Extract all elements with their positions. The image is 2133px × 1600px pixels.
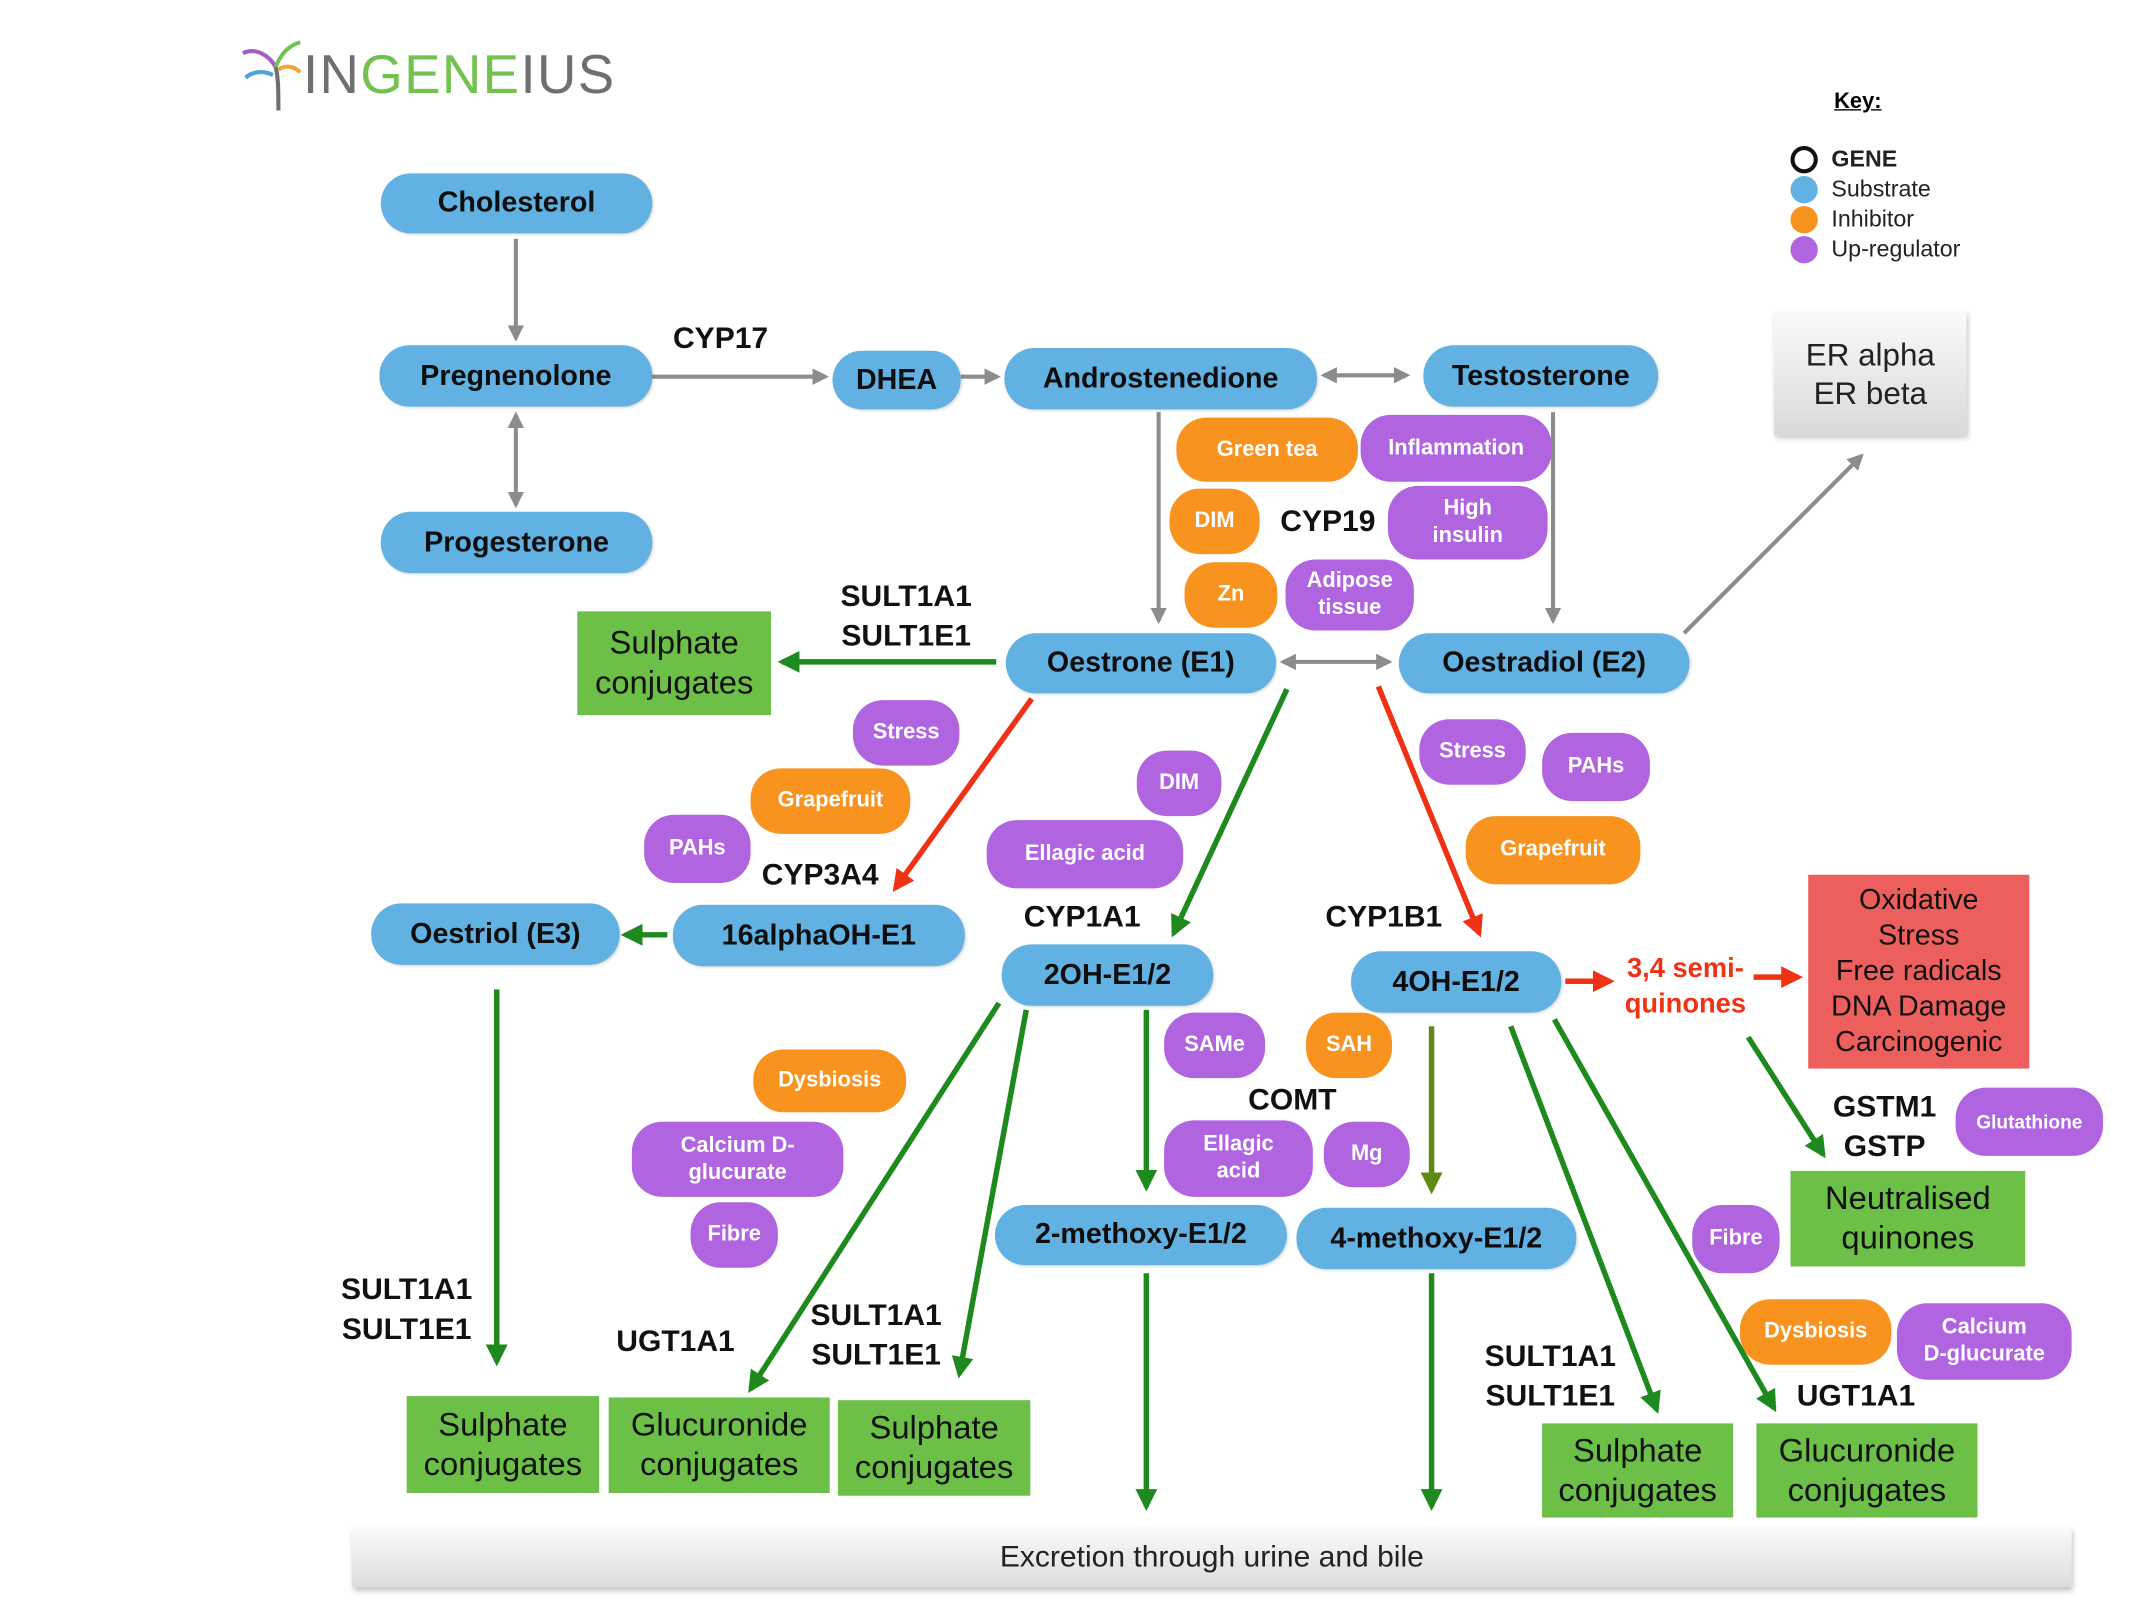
- arrow-oestrone-16alpha: [892, 697, 1034, 892]
- arrow-semiquinone-neutralised: [1745, 1035, 1826, 1159]
- inhibitor-dysbiosis-left: Dysbiosis: [753, 1049, 907, 1113]
- inhibitor-dysbiosis-right: Dysbiosis: [1739, 1299, 1892, 1365]
- legend-upregulator: Up-regulator: [1790, 235, 2063, 265]
- node-4oh: 4OH-E1/2: [1351, 951, 1562, 1013]
- legend-inhibitor: Inhibitor: [1790, 205, 2063, 235]
- node-oestriol: Oestriol (E3): [371, 903, 620, 965]
- inhibitor-grapefruit-left: Grapefruit: [750, 768, 911, 834]
- inhibitor-grapefruit-right: Grapefruit: [1465, 816, 1641, 885]
- arrow-4oh-glucuronide: [1552, 1018, 1777, 1413]
- upregulator-stress-right: Stress: [1419, 719, 1526, 785]
- inhibitor-zn: Zn: [1184, 562, 1278, 628]
- node-16alphaoh: 16alphaOH-E1: [672, 904, 965, 967]
- upregulator-inflammation: Inflammation: [1360, 414, 1552, 482]
- node-4methoxy: 4-methoxy-E1/2: [1296, 1207, 1577, 1270]
- upregulator-fibre-left: Fibre: [690, 1202, 778, 1268]
- upregulator-stress-left: Stress: [852, 700, 960, 766]
- node-2oh: 2OH-E1/2: [1001, 944, 1214, 1006]
- node-er-receptors: ER alpha ER beta: [1774, 311, 1967, 436]
- gene-sult-oestrone: SULT1A1 SULT1E1: [840, 578, 972, 653]
- gene-cyp3a4: CYP3A4: [761, 856, 879, 891]
- outcome-oxidative-stress: Oxidative Stress Free radicals DNA Damag…: [1808, 874, 2030, 1069]
- gene-sult-4oh: SULT1A1 SULT1E1: [1484, 1338, 1616, 1413]
- gene-cyp1a1: CYP1A1: [1023, 898, 1141, 933]
- gene-ugt-right: UGT1A1: [1796, 1377, 1916, 1412]
- legend-title: Key:: [1834, 90, 1882, 114]
- upregulator-calcium-d-glucurate-left: Calcium D- glucurate: [631, 1121, 844, 1197]
- upregulator-pahs-left: PAHs: [644, 814, 751, 883]
- node-oestrone: Oestrone (E1): [1005, 633, 1276, 694]
- outcome-glucuronide-left: Glucuronide conjugates: [608, 1397, 830, 1493]
- upregulator-pahs-right: PAHs: [1542, 732, 1650, 802]
- arrow-2oh-glucuronide: [748, 1001, 1002, 1393]
- upregulator-high-insulin: High insulin: [1387, 485, 1548, 560]
- gene-sult-oestriol: SULT1A1 SULT1E1: [341, 1271, 473, 1346]
- gene-outline-icon: [1790, 146, 1818, 174]
- substrate-dot-icon: [1790, 176, 1818, 204]
- ingeneius-logo: INGENEIUS: [240, 34, 615, 116]
- node-androstenedione: Androstenedione: [1004, 347, 1317, 410]
- upregulator-glutathione: Glutathione: [1955, 1087, 2104, 1156]
- gene-cyp17: CYP17: [672, 320, 769, 355]
- logo-figure-icon: [242, 40, 302, 111]
- node-dhea: DHEA: [832, 350, 961, 410]
- upregulator-fibre-right: Fibre: [1692, 1205, 1780, 1274]
- node-semiquinones: 3,4 semi- quinones: [1624, 953, 1747, 1020]
- upregulator-ellagic-acid-comt: Ellagic acid: [1164, 1120, 1313, 1197]
- outcome-sulphate-oestriol: Sulphate conjugates: [406, 1396, 600, 1493]
- upregulator-dot-icon: [1790, 236, 1818, 264]
- upregulator-mg: Mg: [1323, 1121, 1410, 1188]
- node-progesterone: Progesterone: [380, 511, 653, 574]
- legend-key: Key: GENE Substrate Inhibitor Up-regulat…: [1790, 90, 2063, 265]
- gene-sult-2oh: SULT1A1 SULT1E1: [810, 1297, 942, 1372]
- arrow-4oh-sulphate: [1508, 1025, 1661, 1414]
- outcome-neutralised-quinones: Neutralised quinones: [1790, 1170, 2026, 1267]
- upregulator-ellagic-acid-cyp1a1: Ellagic acid: [986, 820, 1184, 889]
- upregulator-same: SAMe: [1164, 1012, 1266, 1079]
- inhibitor-green-tea: Green tea: [1176, 417, 1358, 482]
- node-testosterone: Testosterone: [1423, 345, 1659, 407]
- logo-text: INGENEIUS: [302, 44, 616, 105]
- node-oestradiol: Oestradiol (E2): [1398, 633, 1690, 694]
- upregulator-dim-cyp1a1: DIM: [1136, 750, 1222, 817]
- arrow-2oh-sulphate: [951, 1009, 1029, 1379]
- node-pregnenolone: Pregnenolone: [379, 345, 653, 407]
- outcome-sulphate-4oh: Sulphate conjugates: [1542, 1423, 1734, 1518]
- outcome-sulphate-oestrone: Sulphate conjugates: [577, 611, 772, 716]
- upregulator-calcium-d-glucurate-right: Calcium D-glucurate: [1896, 1303, 2072, 1380]
- gene-cyp1b1: CYP1B1: [1325, 898, 1443, 933]
- gene-gstm-gstp: GSTM1 GSTP: [1832, 1089, 1937, 1163]
- inhibitor-sah: SAH: [1306, 1012, 1392, 1079]
- gene-comt: COMT: [1248, 1081, 1337, 1116]
- node-cholesterol: Cholesterol: [380, 173, 653, 234]
- upregulator-adipose-tissue: Adipose tissue: [1285, 559, 1414, 631]
- legend-substrate: Substrate: [1790, 175, 2063, 205]
- outcome-sulphate-2oh: Sulphate conjugates: [837, 1400, 1031, 1496]
- arrow-oestrone-2oh: [1171, 688, 1290, 938]
- outcome-glucuronide-right: Glucuronide conjugates: [1756, 1423, 1978, 1518]
- gene-cyp19: CYP19: [1280, 502, 1376, 538]
- inhibitor-dim-cyp19: DIM: [1169, 488, 1260, 555]
- arrow-oestradiol-er: [1682, 453, 1864, 635]
- inhibitor-dot-icon: [1790, 206, 1818, 234]
- arrow-oestradiol-4oh: [1375, 685, 1483, 938]
- legend-gene: GENE: [1790, 145, 2063, 175]
- node-2methoxy: 2-methoxy-E1/2: [994, 1205, 1287, 1266]
- gene-ugt-left: UGT1A1: [616, 1323, 735, 1358]
- excretion-bar: Excretion through urine and bile: [352, 1527, 2072, 1588]
